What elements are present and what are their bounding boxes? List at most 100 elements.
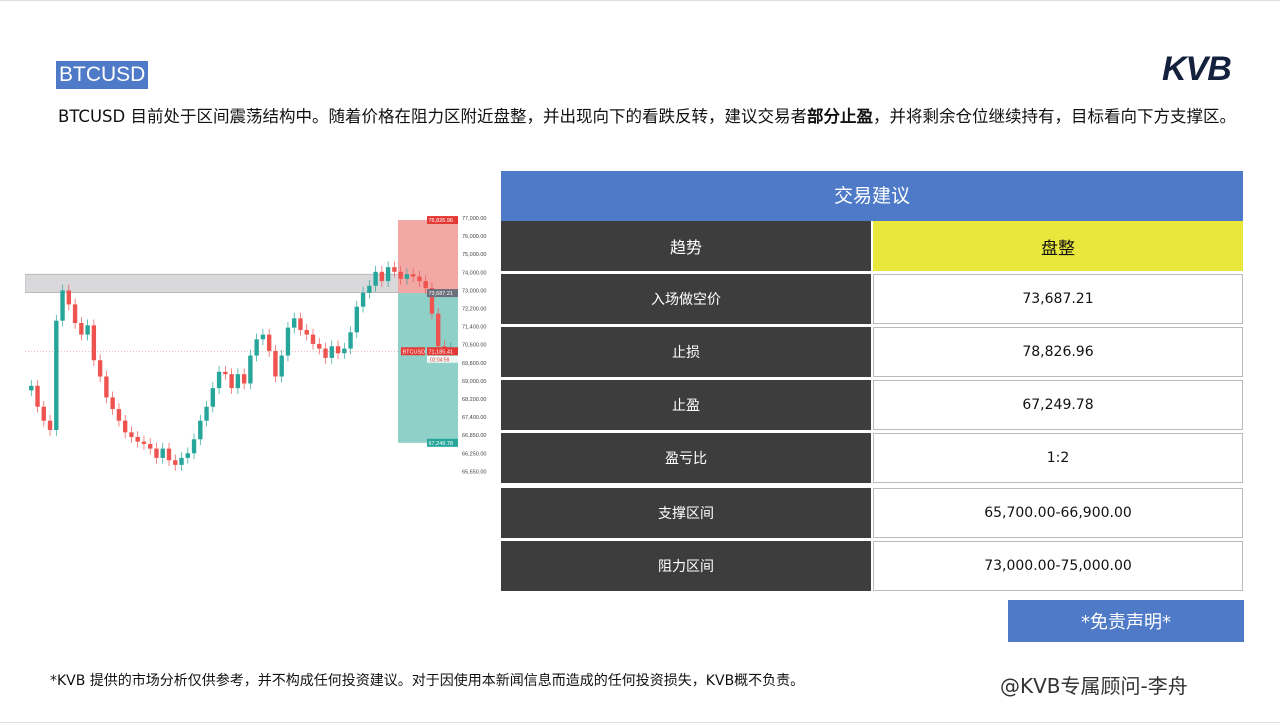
candle: [392, 267, 397, 272]
candle: [266, 334, 272, 351]
candle: [166, 448, 172, 461]
candle-timer-bg: [427, 355, 458, 363]
y-tick-label: 69,000.00: [462, 379, 486, 385]
candle: [122, 420, 128, 433]
entry-price-tag-bg: [427, 289, 458, 298]
divider: [0, 0, 1280, 1]
candle: [148, 443, 153, 449]
candle: [423, 281, 428, 289]
candle: [54, 320, 59, 430]
target-price-tag: 67,249.78: [429, 441, 453, 447]
y-tick-label: 71,400.00: [462, 325, 486, 331]
candle: [204, 406, 209, 421]
candle: [304, 329, 309, 335]
candle: [310, 334, 316, 344]
candle: [385, 267, 391, 282]
y-tick-label: 74,000.00: [462, 270, 486, 276]
candle: [35, 385, 40, 407]
candle: [279, 355, 284, 377]
symbol-tag-bg: [401, 347, 425, 356]
candle: [210, 388, 216, 407]
candle: [248, 355, 253, 384]
candle: [335, 346, 341, 354]
table-row: 趋势盘整: [501, 221, 1243, 274]
candle: [66, 290, 72, 305]
y-tick-label: 67,400.00: [462, 415, 486, 421]
y-tick-label: 68,200.00: [462, 397, 486, 403]
y-tick-label: 73,000.00: [462, 288, 486, 294]
candle: [154, 448, 159, 458]
row-label: 趋势: [501, 221, 873, 271]
take-profit-zone: [398, 293, 458, 443]
row-value: 盘整: [873, 221, 1243, 271]
row-value: 78,826.96: [873, 327, 1243, 377]
row-value: 73,000.00-75,000.00: [873, 541, 1243, 591]
y-tick-label: 72,200.00: [462, 307, 486, 313]
stop-loss-zone: [398, 220, 458, 294]
candle: [198, 420, 203, 440]
desc-part2: ，并将剩余仓位继续持有，目标看向下方支撑区。: [872, 107, 1236, 126]
analysis-text: BTCUSD 目前处于区间震荡结构中。随着价格在阻力区附近盘整，并出现向下的看跌…: [58, 105, 1258, 128]
desc-part1: BTCUSD 目前处于区间震荡结构中。随着价格在阻力区附近盘整，并出现向下的看跌…: [58, 107, 807, 126]
candle: [41, 406, 46, 421]
candle: [410, 274, 416, 277]
candle: [216, 371, 222, 389]
candle: [273, 350, 278, 377]
row-value: 73,687.21: [873, 274, 1243, 324]
row-label: 入场做空价: [501, 274, 873, 324]
candle: [436, 313, 441, 347]
row-value: 65,700.00-66,900.00: [873, 488, 1243, 538]
y-tick-label: 69,800.00: [462, 361, 486, 367]
candle: [367, 285, 372, 293]
candle: [373, 271, 378, 286]
y-tick-label: 66,250.00: [462, 451, 486, 457]
y-tick-label: 65,650.00: [462, 469, 486, 475]
candle: [298, 318, 303, 330]
candle: [91, 325, 97, 361]
candle: [29, 385, 34, 391]
divider: [0, 722, 1280, 723]
candle-timer: 02:04:59: [430, 357, 450, 363]
row-label: 止损: [501, 327, 873, 377]
row-label: 阻力区间: [501, 541, 873, 591]
candle: [179, 457, 184, 465]
row-label: 盈亏比: [501, 433, 873, 483]
candle: [116, 409, 122, 421]
candle: [110, 397, 115, 410]
y-tick-label: 70,600.00: [462, 343, 486, 349]
watermark: @KVB专属顾问-李舟: [1000, 674, 1188, 698]
candle: [72, 304, 78, 323]
candle: [342, 348, 347, 354]
candle: [229, 374, 234, 389]
candle: [85, 325, 90, 335]
candle: [398, 271, 403, 279]
row-value: 1:2: [873, 433, 1243, 483]
stop-price-tag: 76,826.96: [429, 218, 453, 224]
candle: [223, 371, 228, 375]
resistance-zone: [25, 273, 458, 294]
candle: [141, 441, 147, 444]
current-price-tag-bg: [427, 347, 458, 356]
symbol-tag: BTCUSD: [403, 349, 426, 355]
desc-bold: 部分止盈: [806, 107, 873, 126]
stop-price-tag-bg: [427, 216, 458, 225]
candle: [317, 343, 322, 349]
kvb-logo: KVB: [1162, 50, 1232, 88]
candle: [285, 327, 291, 356]
candle: [47, 420, 53, 430]
disclaimer-button[interactable]: *免责声明*: [1008, 600, 1244, 642]
table-title: 交易建议: [501, 171, 1243, 221]
candle: [417, 276, 422, 282]
candle: [241, 374, 247, 384]
footer-disclaimer: *KVB 提供的市场分析仅供参考，并不构成任何投资建议。对于因使用本新闻信息而造…: [50, 673, 805, 689]
candle: [379, 271, 385, 282]
candle: [191, 439, 197, 454]
row-label: 止盈: [501, 380, 873, 430]
